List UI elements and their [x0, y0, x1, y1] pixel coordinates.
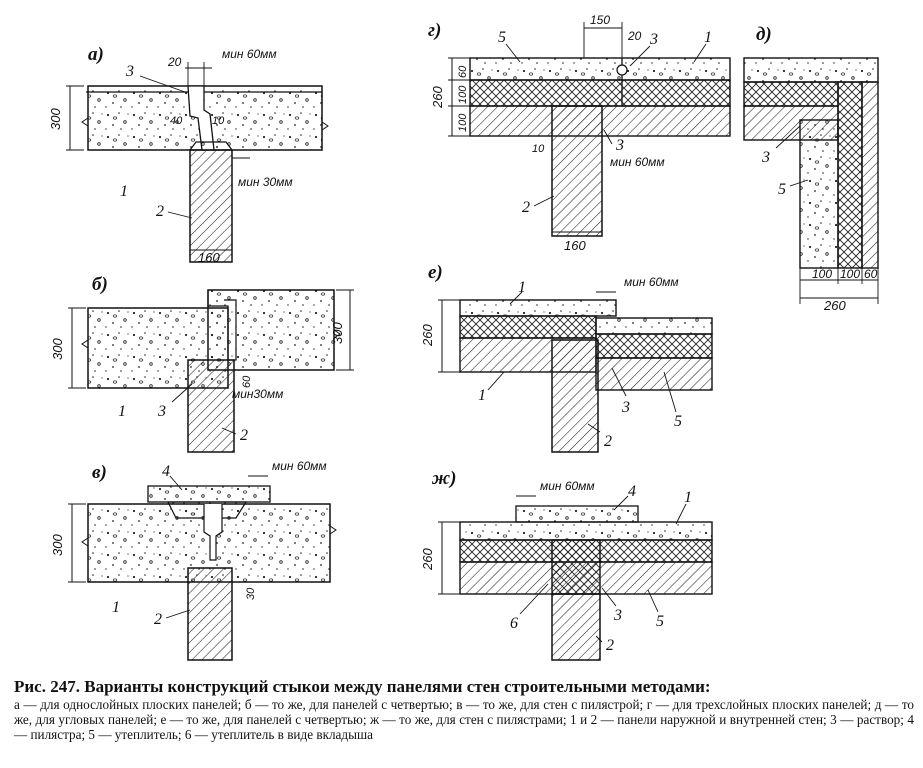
panel-d-callout-5: 5: [778, 181, 786, 198]
panel-b-callout-2: 2: [240, 427, 248, 444]
panel-g-callout-2: 2: [522, 199, 530, 216]
panel-g-callout-5: 5: [498, 29, 506, 46]
panel-g-callout-3b: 3: [615, 137, 624, 154]
panel-v: в) 300 мин 60мм 30 4 1 2: [50, 459, 337, 661]
panel-e-callout-2: 2: [604, 433, 612, 450]
panel-g-inner-wall: [551, 105, 603, 237]
panel-e-letter: е): [428, 262, 443, 283]
panel-g-insulation: [469, 79, 731, 107]
panel-b-inner-wall: [187, 359, 235, 453]
panel-zh-outer-layer: [459, 521, 713, 541]
panel-d: д) 100 100 60 260 3 5: [743, 24, 879, 313]
panel-b-dim-left: 300: [50, 338, 65, 360]
panel-g-dim-20: 20: [627, 29, 642, 43]
panel-v-dim-min60: мин 60мм: [272, 459, 327, 473]
panel-g-letter: г): [428, 20, 441, 41]
panel-g-dim-100b: 100: [457, 85, 469, 104]
panel-e: е) 260 мин 60мм 1 1 3 5 2: [420, 262, 713, 453]
panel-zh-insert: [551, 539, 601, 595]
panel-b-outer-panel-right: [207, 289, 335, 371]
panel-g-dim-wall: 160: [564, 238, 586, 253]
panel-g-callout-1: 1: [704, 29, 712, 46]
panel-b-callout-3: 3: [157, 403, 166, 420]
panel-d-dim-100a: 100: [812, 267, 832, 281]
panel-d-outer-layer: [743, 57, 879, 83]
panel-zh-dim-total: 260: [420, 548, 435, 571]
panel-g-dim-min60: мин 60мм: [610, 155, 665, 169]
panel-v-dim-thick: 300: [50, 534, 65, 556]
panel-zh-callout-4: 4: [628, 483, 636, 500]
panel-zh-inner-wall: [551, 593, 601, 661]
panel-v-callout-1: 1: [112, 599, 120, 616]
panel-b-callout-1: 1: [118, 403, 126, 420]
panel-zh-callout-3: 3: [613, 607, 622, 624]
panel-v-dim-30: 30: [245, 587, 257, 600]
panel-e-insulation-left: [459, 315, 597, 339]
panel-a-inner-wall: [189, 149, 233, 263]
panel-a-callout-2: 2: [156, 203, 164, 220]
panel-g-callout-3a: 3: [649, 31, 658, 48]
panel-b-dim-right: 300: [330, 322, 345, 344]
panel-e-callout-3: 3: [621, 399, 630, 416]
figure-title: Рис. 247. Варианты конструкций стыкои ме…: [14, 677, 711, 696]
panel-d-letter: д): [756, 24, 772, 45]
panel-d-dim-100b: 100: [840, 267, 860, 281]
panel-b-dim-60: 60: [241, 375, 253, 388]
panel-b-letter: б): [92, 274, 108, 295]
panel-a-letter: а): [88, 44, 104, 65]
panel-v-pilaster: [147, 485, 271, 503]
figure-caption: Рис. 247. Варианты конструкций стыкои ме…: [14, 676, 914, 742]
panel-e-dim-total: 260: [420, 324, 435, 347]
panel-a-dim-joint: 20: [167, 55, 182, 69]
panel-a-dim-thick: 300: [48, 108, 63, 130]
panel-v-callout-4: 4: [162, 463, 170, 480]
panel-g-dim-60: 60: [457, 65, 469, 78]
panel-g-dim-150: 150: [590, 13, 610, 27]
panel-a-dim-40: 40: [170, 115, 183, 127]
panel-a-dim-min60: мин 60мм: [222, 47, 277, 61]
panel-a-callout-1: 1: [120, 183, 128, 200]
panel-g-dim-total: 260: [430, 86, 445, 109]
figure-caption-body: а — для однослойных плоских панелей; б —…: [14, 697, 914, 742]
panel-zh-callout-2: 2: [606, 637, 614, 654]
panel-zh-pilaster: [515, 505, 639, 523]
panel-d-callout-3: 3: [761, 149, 770, 166]
panel-zh: ж) 260 мин 60мм 4 1 6 3 5 2: [420, 468, 713, 661]
panel-b: б) 300 300 60 мин30мм 1 3 2: [50, 274, 354, 453]
panel-zh-callout-6: 6: [510, 615, 518, 632]
panel-e-inner-wall: [551, 339, 599, 453]
panel-d-dim-60: 60: [864, 267, 878, 281]
panel-e-dim-min60: мин 60мм: [624, 275, 679, 289]
panel-zh-letter: ж): [431, 468, 456, 489]
panel-g-dim-100a: 100: [457, 113, 469, 132]
panel-e-callout-1a: 1: [518, 279, 526, 296]
panel-e-outer-layer-left: [459, 299, 617, 317]
panel-a-dim-min30: мин 30мм: [238, 175, 293, 189]
panel-b-dim-min30: мин30мм: [232, 387, 283, 401]
panel-e-callout-5: 5: [674, 413, 682, 430]
panel-a-dim-wall: 160: [198, 250, 220, 265]
panel-g-dim-10: 10: [532, 143, 545, 155]
panel-zh-callout-5: 5: [656, 613, 664, 630]
panel-d-dim-total: 260: [823, 298, 846, 313]
panel-d-insulation: [743, 81, 839, 107]
panel-e-callout-1b: 1: [478, 387, 486, 404]
panel-d-corner-outer: [799, 119, 839, 269]
panel-a: а) 300 20 мин 60мм 40 10 мин 30мм 160 3 …: [48, 44, 329, 265]
panel-g: г) 260 100 100 60 150 20 10 мин 60мм 160…: [428, 13, 731, 253]
panel-g-outer-layer: [469, 57, 731, 81]
panel-e-outer-layer-right: [595, 317, 713, 335]
panel-zh-callout-1: 1: [684, 489, 692, 506]
panel-v-callout-2: 2: [154, 611, 162, 628]
panel-a-callout-3: 3: [125, 63, 134, 80]
panel-v-letter: в): [92, 462, 107, 483]
panel-a-dim-10: 10: [212, 115, 225, 127]
joint-diagrams: а) 300 20 мин 60мм 40 10 мин 30мм 160 3 …: [48, 13, 879, 661]
panel-zh-dim-min60: мин 60мм: [540, 479, 595, 493]
panel-v-inner-wall: [187, 567, 233, 661]
